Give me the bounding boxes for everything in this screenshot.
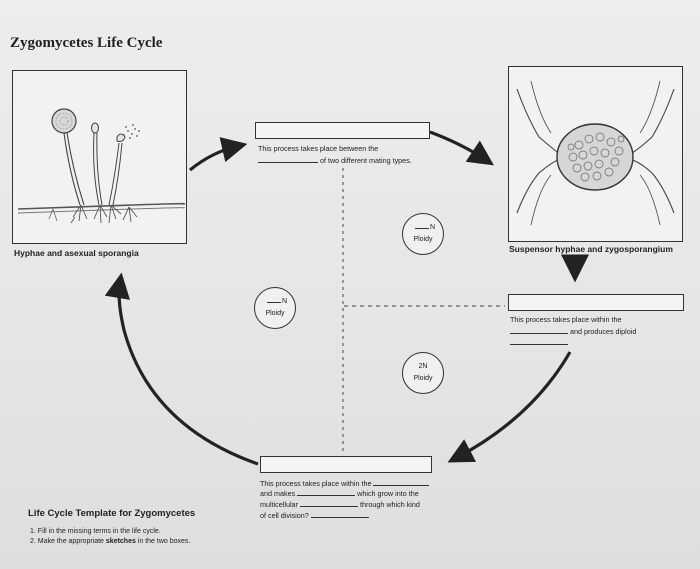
- blank-right-structure[interactable]: [510, 326, 568, 334]
- arrow-right-to-bottom: [447, 351, 572, 463]
- ploidy-blank[interactable]: [266, 296, 281, 303]
- ploidy-label: Ploidy: [413, 375, 433, 382]
- top-process-line2: of two different mating types.: [320, 156, 412, 165]
- ploidy-circle-left: N Ploidy: [254, 287, 296, 329]
- bottom-process-line4-row: of cell division?: [260, 510, 369, 519]
- sexual-sketch-box: [508, 66, 683, 242]
- arrow-bottom-to-left: [104, 272, 259, 466]
- top-process-line1: This process takes place between the: [258, 144, 379, 153]
- bottom-process-l3a: multicellular: [260, 500, 298, 509]
- ploidy-level: 2N: [418, 363, 428, 370]
- right-process-line2-row: and produces diploid: [510, 326, 636, 335]
- instruction-text-post: in the two boxes.: [135, 538, 191, 545]
- instruction-2: 2. Make the appropriate sketches in the …: [30, 538, 190, 545]
- instruction-text-bold: sketches: [105, 538, 136, 545]
- ploidy-level: N: [281, 298, 287, 305]
- blank-bottom-division[interactable]: [310, 510, 369, 518]
- caption-hyphae-asexual: Hyphae and asexual sporangia: [14, 248, 139, 258]
- asexual-sketch-box: [12, 70, 187, 244]
- ploidy-blank[interactable]: [414, 222, 429, 229]
- blank-bottom-product[interactable]: [297, 488, 356, 496]
- asexual-sporangia-drawing: [17, 108, 186, 224]
- ploidy-circle-top: N Ploidy: [402, 213, 444, 255]
- instruction-text-pre: Make the appropriate: [37, 538, 106, 545]
- bottom-process-line1-row: This process takes place within the: [260, 478, 430, 488]
- ploidy-circle-mid: 2N Ploidy: [402, 352, 444, 394]
- bottom-process-l1: This process takes place within the: [260, 479, 372, 488]
- caption-suspensor-zygosporangium: Suspensor hyphae and zygosporangium: [509, 244, 673, 254]
- bottom-process-line2-row: and makes which grow into the: [260, 488, 419, 497]
- right-process-line1: This process takes place within the: [510, 315, 622, 324]
- bottom-process-line3-row: multicellular through which kind: [260, 499, 420, 508]
- right-process-line3-row: [510, 337, 568, 346]
- instruction-number: 1.: [30, 528, 36, 535]
- blank-bottom-structure[interactable]: [299, 499, 358, 507]
- blank-bottom-location[interactable]: [373, 478, 430, 486]
- bottom-process-l2b: which grow into the: [357, 489, 419, 498]
- ploidy-label: Ploidy: [265, 310, 285, 317]
- bottom-process-l4: of cell division?: [260, 511, 309, 520]
- bottom-process-l2a: and makes: [260, 489, 296, 498]
- answer-box-bottom[interactable]: [260, 456, 432, 473]
- answer-box-right[interactable]: [508, 294, 684, 311]
- ploidy-level: N: [429, 224, 435, 231]
- arrow-top-to-right: [429, 130, 494, 166]
- answer-box-top[interactable]: [255, 122, 430, 139]
- ploidy-label: Ploidy: [413, 236, 433, 243]
- right-process-line2: and produces diploid: [570, 327, 637, 336]
- blank-top-mating[interactable]: [258, 155, 318, 163]
- zygosporangium-drawing: [516, 80, 675, 226]
- instruction-1: 1. Fill in the missing terms in the life…: [30, 528, 161, 535]
- bottom-process-l3b: through which kind: [359, 500, 420, 509]
- page-title: Zygomycetes Life Cycle: [10, 35, 163, 51]
- top-process-line2-row: of two different mating types.: [258, 155, 412, 164]
- instruction-text: Fill in the missing terms in the life cy…: [37, 528, 161, 535]
- arrow-left-to-top: [188, 137, 248, 172]
- blank-right-product[interactable]: [510, 337, 568, 345]
- instruction-number: 2.: [30, 538, 36, 545]
- template-heading: Life Cycle Template for Zygomycetes: [28, 508, 196, 519]
